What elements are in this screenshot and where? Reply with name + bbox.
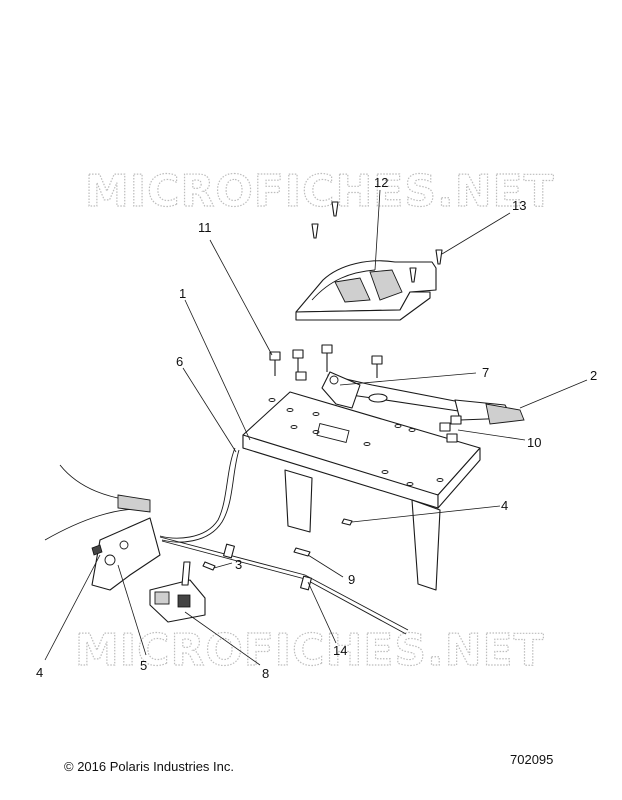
callout-3: 3 (235, 557, 242, 572)
brake-cables (44, 447, 409, 635)
callout-8: 8 (262, 666, 269, 681)
bolts (269, 201, 462, 443)
callout-14: 14 (333, 643, 347, 658)
callout-9: 9 (348, 572, 355, 587)
callout-7: 7 (482, 365, 489, 380)
callout-13: 13 (512, 198, 526, 213)
callout-12: 12 (374, 175, 388, 190)
callout-labels: 1 2 3 4 4 5 6 7 8 9 10 11 12 13 14 (36, 175, 597, 681)
cable-bracket (91, 517, 161, 591)
leader-lines (44, 189, 588, 666)
callout-1: 1 (179, 286, 186, 301)
copyright-text: © 2016 Polaris Industries Inc. (64, 759, 234, 774)
callout-10: 10 (527, 435, 541, 450)
diagram-number: 702095 (510, 752, 554, 767)
brake-lever-handle (321, 371, 525, 425)
watermark-top: MICROFICHES.NET (85, 166, 555, 217)
callout-2: 2 (590, 368, 597, 383)
callout-6: 6 (176, 354, 183, 369)
watermark-bottom: MICROFICHES.NET (75, 625, 545, 676)
callout-4-left: 4 (36, 665, 43, 680)
mounting-plate (242, 391, 481, 591)
switch-assembly (149, 561, 206, 623)
callout-5: 5 (140, 658, 147, 673)
lever-boot-cover (295, 260, 437, 321)
pins (202, 518, 353, 571)
callout-11: 11 (198, 220, 212, 235)
callout-4-right: 4 (501, 498, 508, 513)
